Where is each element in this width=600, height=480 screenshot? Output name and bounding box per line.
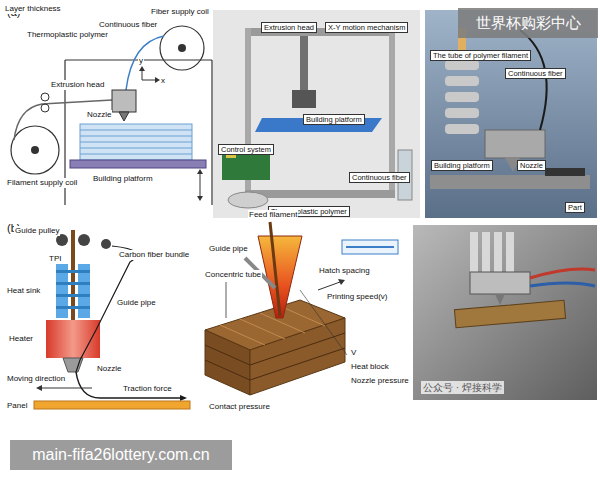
part-label: Hatch spacing — [318, 266, 371, 276]
part-label: Heat sink — [6, 286, 41, 296]
part-label: Nozzle — [86, 110, 112, 120]
part-label: Traction force — [122, 384, 173, 394]
photo-panel: The tube of polymer filamentContinuous f… — [425, 10, 597, 218]
photo-panel: 公众号 · 焊接科学 — [413, 225, 597, 400]
photo-label: X-Y motion mechanism — [325, 22, 408, 33]
part-label: Guide pipe — [116, 298, 157, 308]
part-label: Panel — [6, 401, 28, 411]
nozzle-photo — [425, 10, 597, 218]
part-label: V — [350, 348, 357, 358]
photo-panel: Extrusion head X-Y motion mechanismBuildi… — [213, 10, 420, 218]
photo-label: Extrusion head — [261, 22, 317, 33]
part-label: Fiber supply coil — [150, 7, 210, 17]
part-label: Thermoplastic polymer — [26, 30, 109, 40]
part-label: Filament supply coil — [6, 178, 78, 188]
photo-label: Part — [565, 202, 585, 213]
watermark-text: 世界杯购彩中心 — [476, 14, 581, 33]
photo-label: Continuous fiber — [349, 172, 410, 183]
part-label: x — [160, 76, 166, 86]
photo-label: Building platform — [431, 160, 493, 171]
part-label: Continuous fiber — [98, 20, 158, 30]
photo-label: Nozzle — [517, 160, 546, 171]
part-label: Building platform — [92, 174, 154, 184]
photo-label: Control system — [218, 144, 274, 155]
part-label: Carbon fiber bundle — [118, 250, 190, 260]
part-label: Nozzle — [96, 364, 122, 374]
part-label: Extrusion head — [50, 80, 105, 90]
part-label: Moving direction — [6, 374, 66, 384]
part-label: TPI — [48, 254, 62, 264]
photo-label: Building platform — [303, 114, 365, 125]
part-label: Feed filament — [248, 210, 298, 220]
part-label: Printing speed(v) — [326, 292, 388, 302]
watermark-text: 公众号 · 焊接科学 — [421, 381, 504, 394]
photo-label: Continuous fiber — [505, 68, 566, 79]
part-label: y — [138, 56, 144, 66]
part-label: Concentric tube — [204, 270, 262, 280]
url-box: main-fifa26lottery.com.cn — [10, 440, 232, 470]
part-label: Guide pulley — [14, 226, 60, 236]
part-label: Contact pressure — [208, 402, 271, 412]
deposition-schematic — [205, 222, 398, 395]
part-label: Nozzle pressure — [350, 376, 410, 386]
photo-label: The tube of polymer filament — [430, 50, 531, 61]
part-label: Heat block — [350, 362, 390, 372]
printing-photo — [413, 225, 597, 400]
watermark-box: 世界杯购彩中心 — [458, 8, 598, 38]
part-label: Guide pipe — [208, 244, 249, 254]
watermark-text: main-fifa26lottery.com.cn — [32, 446, 210, 464]
part-label: Heater — [8, 334, 34, 344]
part-label: Layer thickness — [4, 4, 62, 14]
printer-photo — [213, 10, 420, 218]
